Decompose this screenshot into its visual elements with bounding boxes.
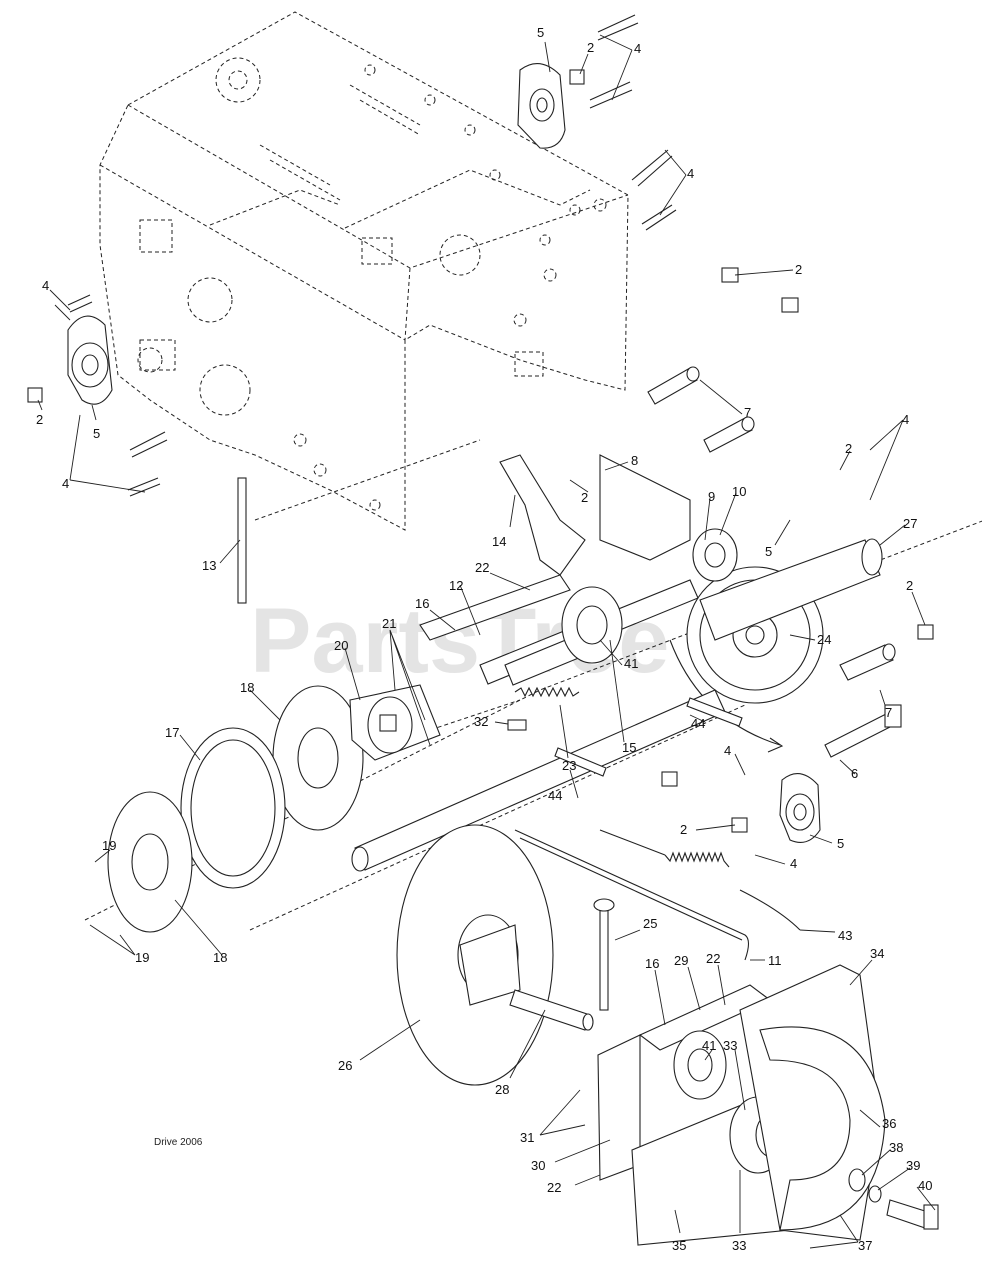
callout-9: 9 (708, 489, 715, 504)
callout-41: 41 (624, 656, 638, 671)
bearing-41-lower (673, 1030, 727, 1100)
bearing-41-upper (561, 586, 623, 664)
arrow-head (767, 737, 784, 753)
callout-2: 2 (906, 578, 913, 593)
callout-17: 17 (165, 725, 179, 740)
callout-44: 44 (548, 788, 562, 803)
callout-7: 7 (885, 705, 892, 720)
pin-25 (593, 898, 615, 1011)
nut-2-right (917, 624, 934, 640)
drawing-code: Drive 2006 (154, 1137, 203, 1148)
mounting-plate-8 (419, 454, 691, 641)
callout-22: 22 (706, 951, 720, 966)
callout-40: 40 (918, 1178, 932, 1193)
callout-13: 13 (202, 558, 216, 573)
callout-2: 2 (36, 412, 43, 427)
callout-6: 6 (851, 766, 858, 781)
callout-5: 5 (837, 836, 844, 851)
callout-22: 22 (475, 560, 489, 575)
callout-8: 8 (631, 453, 638, 468)
callout-7: 7 (744, 405, 751, 420)
pin-13 (237, 477, 247, 604)
callout-38: 38 (889, 1140, 903, 1155)
callout-2: 2 (795, 262, 802, 277)
housing-frame (99, 11, 629, 531)
callout-12: 12 (449, 578, 463, 593)
callout-22: 22 (547, 1180, 561, 1195)
control-rod-11 (514, 829, 750, 961)
bearing-housing-20 (349, 684, 441, 761)
callout-29: 29 (674, 953, 688, 968)
callout-5: 5 (765, 544, 772, 559)
callout-23: 23 (562, 758, 576, 773)
key-32 (507, 719, 527, 731)
callout-10: 10 (732, 484, 746, 499)
callout-14: 14 (492, 534, 506, 549)
callout-27: 27 (903, 516, 917, 531)
callout-24: 24 (817, 632, 831, 647)
friction-wheel-26 (396, 824, 554, 1086)
flange-bearing-top (517, 14, 639, 149)
callout-4: 4 (62, 476, 69, 491)
callout-33: 33 (723, 1038, 737, 1053)
callout-4: 4 (42, 278, 49, 293)
leader-lines (37, 34, 936, 1249)
nut-2-lower (661, 771, 678, 787)
callout-5: 5 (93, 426, 100, 441)
friction-disc-18-rear (272, 685, 364, 831)
callout-28: 28 (495, 1082, 509, 1097)
callout-35: 35 (672, 1238, 686, 1253)
callout-33: 33 (732, 1238, 746, 1253)
callout-4: 4 (687, 166, 694, 181)
callout-43: 43 (838, 928, 852, 943)
flange-bearing-lower-right (779, 773, 821, 843)
callout-44: 44 (691, 716, 705, 731)
callout-18: 18 (240, 680, 254, 695)
callout-32: 32 (474, 714, 488, 729)
callout-19: 19 (135, 950, 149, 965)
pinion-gear-10 (692, 528, 738, 582)
callout-25: 25 (643, 916, 657, 931)
callout-2: 2 (680, 822, 687, 837)
callout-31: 31 (520, 1130, 534, 1145)
spring-23 (514, 686, 580, 698)
callout-4: 4 (724, 743, 731, 758)
callout-16: 16 (645, 956, 659, 971)
callout-11: 11 (768, 953, 782, 968)
callout-36: 36 (882, 1116, 896, 1131)
callout-2: 2 (581, 490, 588, 505)
callout-30: 30 (531, 1158, 545, 1173)
plate-18-front (107, 791, 193, 933)
callout-37: 37 (858, 1238, 872, 1253)
pins-44 (554, 697, 743, 777)
ring-17 (180, 727, 286, 889)
callout-34: 34 (870, 946, 884, 961)
hub-28 (509, 989, 594, 1031)
callout-15: 15 (622, 740, 636, 755)
spring-43 (599, 829, 801, 931)
shaft-27 (699, 538, 883, 641)
callout-21: 21 (382, 616, 396, 631)
bolt-6 (824, 704, 902, 758)
callout-19: 19 (102, 838, 116, 853)
bolts-upper-right (631, 149, 677, 231)
callout-2: 2 (845, 441, 852, 456)
callout-4: 4 (790, 856, 797, 871)
flange-bearing-left (27, 294, 168, 497)
callout-labels: 5 2 4 4 4 2 5 4 2 7 8 2 14 9 10 2 4 5 27… (36, 25, 932, 1253)
callout-4: 4 (902, 412, 909, 427)
callout-26: 26 (338, 1058, 352, 1073)
callout-2: 2 (587, 40, 594, 55)
callout-41: 41 (702, 1038, 716, 1053)
callout-16: 16 (415, 596, 429, 611)
callout-20: 20 (334, 638, 348, 653)
callout-5: 5 (537, 25, 544, 40)
callout-4: 4 (634, 41, 641, 56)
spacers-7 (647, 267, 896, 681)
callout-39: 39 (906, 1158, 920, 1173)
callout-18: 18 (213, 950, 227, 965)
